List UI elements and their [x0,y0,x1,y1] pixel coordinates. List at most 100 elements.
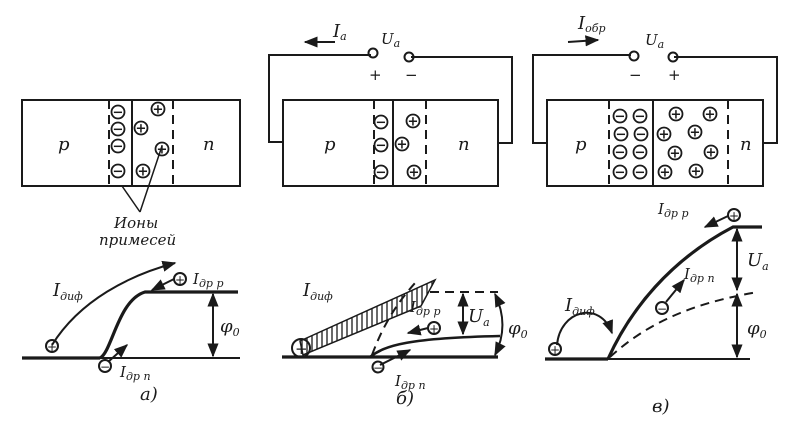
negative-carrier: − [655,301,669,316]
svg-text:+: + [706,146,717,161]
positive-ion: + [135,163,151,180]
i-dr-p-label: Iдр p [409,298,441,318]
negative-ion: − [633,126,649,143]
n-region-label: n [740,134,752,155]
positive-ion: + [703,144,719,161]
panel-a: p n −−−−++++ Ионы примесей + + − Iдиф Iд… [21,99,241,405]
svg-text:+: + [670,147,681,162]
svg-text:+: + [47,340,57,354]
svg-text:−: − [376,116,387,131]
negative-ion: − [612,108,628,125]
negative-ion: − [612,164,628,181]
svg-text:−: − [657,302,667,316]
positive-ion: + [687,124,703,141]
svg-text:+: + [729,209,739,223]
positive-ion: + [150,101,166,118]
positive-carrier: + [727,208,741,223]
phi0-label: φ0 [508,318,528,341]
positive-ion: + [667,145,683,162]
svg-text:+: + [550,343,560,357]
minus-terminal: − [629,66,642,84]
negative-ion: − [613,126,629,143]
caption-c: в) [652,396,670,417]
svg-text:+: + [157,143,168,158]
ions-a: −−−−++++ [110,101,170,180]
svg-text:+: + [397,138,408,153]
negative-ion: − [612,144,628,161]
svg-text:+: + [138,165,149,180]
caption-a: а) [140,384,158,405]
svg-text:−: − [615,166,626,181]
negative-ion: − [632,144,648,161]
svg-text:+: + [409,166,420,181]
negative-ion: − [373,164,389,181]
svg-text:−: − [373,361,383,375]
ua-label: Ua [468,306,490,329]
svg-text:−: − [376,139,387,154]
callout-line1: Ионы [113,214,158,232]
band-diagram-a: + + − Iдиф Iдр p Iдр n φ0 а) [22,260,240,405]
band-diagram-b: + + − Iдиф Iдр p Iдр n Ua φ0 б) [282,278,528,409]
p-region-label: p [575,134,587,155]
voltage-ua-label: Ua [645,31,664,51]
phi0-label: φ0 [747,318,767,341]
svg-text:+: + [295,340,308,358]
minus-terminal: − [405,66,418,84]
svg-text:+: + [690,126,701,141]
svg-text:−: − [615,110,626,125]
current-iobr-label: Iобр [577,13,606,35]
i-dif-label: Iдиф [52,280,83,303]
i-dif-label: Iдиф [302,280,333,303]
svg-text:+: + [660,166,671,181]
positive-ion: + [656,126,672,143]
positive-carrier: + [291,338,311,358]
positive-ion: + [406,164,422,181]
ions-callout: Ионы примесей [99,145,176,249]
svg-text:+: + [705,108,716,123]
crystal-c: p n [546,99,764,187]
positive-ion: + [668,106,684,123]
plus-terminal: + [668,66,681,84]
i-dr-n-label: Iдр n [683,265,715,285]
positive-ion: + [702,106,718,123]
caption-b: б) [396,388,414,409]
negative-ion: − [373,114,389,131]
positive-carrier: + [173,272,187,287]
negative-carrier: − [371,360,385,375]
i-dr-n-label: Iдр n [394,372,426,392]
voltage-ua-label: Ua [381,30,400,50]
negative-ion: − [110,163,126,180]
n-region-label: n [203,134,215,155]
negative-ion: − [373,137,389,154]
svg-text:−: − [615,146,626,161]
phi0-label: φ0 [220,316,240,339]
circuit-b: Ia Ua + − [268,21,513,144]
plus-terminal: + [369,66,382,84]
positive-ion: + [657,164,673,181]
positive-carrier: + [548,342,562,357]
svg-text:+: + [136,122,147,137]
p-region-label: p [58,134,70,155]
positive-ion: + [394,136,410,153]
svg-text:−: − [113,165,124,180]
current-ia-label: Ia [332,21,347,43]
svg-text:−: − [113,123,124,138]
svg-text:−: − [636,128,647,143]
ions-b: −−−+++ [373,113,422,181]
ua-label: Ua [747,250,769,273]
n-region-label: n [458,134,470,155]
negative-ion: − [110,121,126,138]
p-region-label: p [324,134,336,155]
i-dr-p-label: Iдр p [192,270,224,290]
positive-ion: + [133,120,149,137]
panel-c: Iобр Ua − + p n −−−−−−−−++++++++ + − [532,13,778,417]
negative-carrier: − [98,359,112,374]
positive-ion: + [688,163,704,180]
svg-text:+: + [691,165,702,180]
negative-ion: − [632,108,648,125]
negative-ion: − [110,138,126,155]
negative-ion: − [632,164,648,181]
svg-text:−: − [376,166,387,181]
svg-text:−: − [635,146,646,161]
